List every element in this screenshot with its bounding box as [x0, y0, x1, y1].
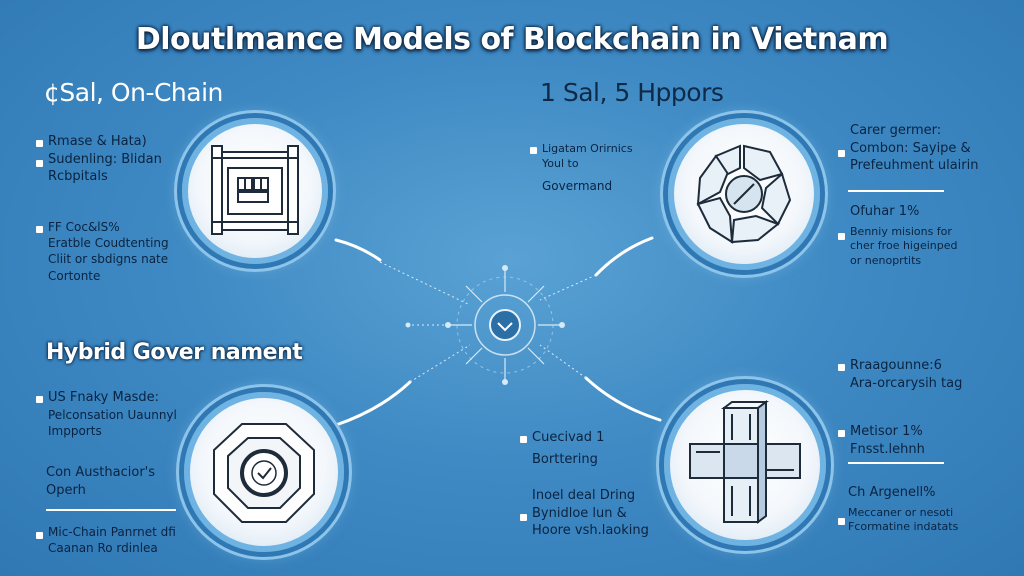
bullet — [838, 364, 845, 371]
bottom-right-left-block-1: Cuecivad 1 Borttering — [532, 429, 604, 468]
connector-top-left — [334, 238, 382, 262]
top-left-block-1: Rmase & Hata) Sudenling: Blidan Rcbpital… — [48, 133, 162, 186]
bullet — [36, 396, 43, 403]
text-line: Sudenling: Blidan — [48, 151, 162, 167]
text-line: Fnsst.lehnh — [850, 441, 925, 457]
bottom-right-block-2: Metisor 1% Fnsst.lehnh — [850, 423, 925, 458]
bullet — [36, 160, 43, 167]
bullet — [838, 430, 845, 437]
center-hub-icon — [405, 265, 565, 385]
text-line: Eratble Coudtenting — [48, 236, 169, 251]
text-line: Rmase & Hata) — [48, 134, 147, 149]
text-line: Rcbpitals — [48, 169, 108, 185]
top-right-left-block: Ligatam Orirnics Youl to Govermand — [542, 142, 633, 194]
divider — [848, 462, 944, 464]
octagon-check-circle — [184, 392, 344, 552]
bullet — [36, 140, 43, 147]
framed-grid-icon — [211, 145, 299, 235]
bullet — [36, 532, 43, 539]
text-line: Ligatam Orirnics — [542, 142, 633, 155]
text-line: Rraagounne:6 — [850, 358, 942, 373]
text-line: Cliit or sbdigns nate — [48, 252, 169, 267]
text-line: Govermand — [542, 178, 613, 193]
connector-bottom-right — [584, 376, 662, 422]
connector-top-right — [594, 236, 654, 277]
connector-bottom-left — [334, 380, 412, 427]
bottom-left-block-1: US Fnaky Masde: Pelconsation Uaunnyl Imp… — [48, 389, 177, 439]
text-line: Benniy misions for — [850, 224, 952, 238]
bullet — [838, 150, 845, 157]
text-line: Pelconsation Uaunnyl — [48, 407, 177, 422]
text-line: US Fnaky Masde: — [48, 390, 160, 405]
text-line: Ofuhar 1% — [850, 204, 920, 219]
text-line: Bynidloe lun & — [532, 505, 627, 521]
bullet — [838, 518, 845, 525]
text-line: Fcormatine indatats — [848, 520, 959, 534]
cross-blocks-icon — [689, 400, 801, 524]
text-line: Cuecivad 1 — [532, 430, 605, 445]
divider — [848, 190, 944, 192]
bottom-left-block-3: Mic-Chain Panrnet dfi Caanan Ro rdinlea — [48, 524, 176, 556]
text-line: Ch Argenell% — [848, 485, 936, 500]
text-line: Ara-orcarysih tag — [850, 375, 963, 391]
text-line: or nenoprtits — [850, 254, 922, 268]
heading-hppors: 1 Sal, 5 Hppors — [540, 78, 724, 107]
bottom-right-block-3: Ch Argenell% Meccaner or nesoti Fcormati… — [848, 484, 958, 535]
text-line: Mic-Chain Panrnet dfi — [48, 525, 176, 539]
text-line: Hoore vsh.laoking — [532, 523, 649, 539]
shield-pieces-circle — [668, 118, 820, 270]
bottom-right-block-1: Rraagounne:6 Ara-orcarysih tag — [850, 357, 962, 392]
heading-on-chain: ¢Sal, On-Chain — [44, 78, 223, 107]
top-right-block-2: Ofuhar 1% Benniy misions for cher froe h… — [850, 203, 958, 269]
bullet — [520, 436, 527, 443]
top-left-block-2: FF Coc&lS% Eratble Coudtenting Cliit or … — [48, 219, 169, 284]
bullet — [520, 514, 527, 521]
text-line: Impports — [48, 423, 102, 438]
page-title: Dloutlmance Models of Blockchain in Viet… — [135, 22, 889, 57]
top-right-block-1: Carer germer: Combon: Sayipe & Prefeuhme… — [850, 122, 978, 175]
divider — [46, 509, 176, 511]
text-line: Caanan Ro rdinlea — [48, 541, 158, 556]
text-line: Metisor 1% — [850, 424, 923, 439]
shield-pieces-icon — [696, 144, 792, 244]
text-line: Youl to — [542, 156, 579, 170]
text-line: Operh — [46, 482, 86, 498]
text-line: Combon: Sayipe & — [850, 140, 971, 156]
text-line: Inoel deal Dring — [532, 488, 636, 503]
text-line: Cortonte — [48, 268, 101, 283]
bullet — [530, 147, 537, 154]
bottom-right-left-block-2: Inoel deal Dring Bynidloe lun & Hoore vs… — [532, 487, 649, 540]
text-line: Con Austhacior's — [46, 465, 156, 480]
bullet — [838, 233, 845, 240]
cross-blocks-circle — [664, 384, 826, 546]
text-line: Prefeuhment ulairin — [850, 158, 979, 174]
bullet — [36, 226, 43, 233]
framed-grid-circle — [182, 118, 328, 264]
text-line: Carer germer: — [850, 123, 942, 138]
text-line: cher froe higeinped — [850, 239, 958, 253]
heading-hybrid: Hybrid Gover nament — [46, 340, 303, 365]
bottom-left-block-2: Con Austhacior's Operh — [46, 464, 155, 499]
text-line: Meccaner or nesoti — [848, 505, 954, 519]
text-line: FF Coc&lS% — [48, 220, 120, 234]
octagon-check-icon — [213, 423, 315, 523]
text-line: Borttering — [532, 451, 598, 467]
